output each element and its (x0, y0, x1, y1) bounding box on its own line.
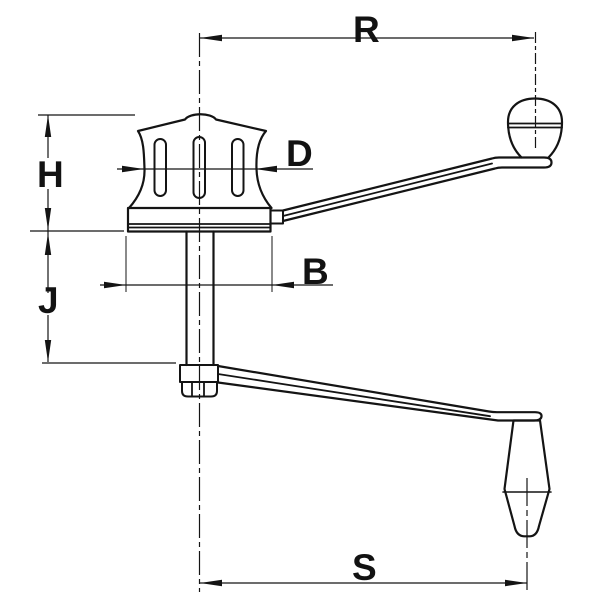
arrow-D-left (122, 165, 144, 173)
dimension-lines (30, 37, 534, 584)
arrow-B-left (104, 281, 126, 289)
arrow-J-top (44, 233, 52, 255)
label-R: R (353, 9, 380, 50)
label-B: B (302, 251, 329, 292)
dimension-labels: R D H B J S (37, 9, 380, 588)
label-H: H (37, 154, 64, 195)
arrow-H-top (44, 115, 52, 137)
drum-slot-left (153, 138, 167, 197)
upper-crank-socket (269, 209, 284, 225)
arrow-R-right (512, 34, 534, 42)
label-J: J (38, 280, 59, 321)
upper-crank-arm (281, 156, 553, 223)
arrow-R-left (200, 34, 222, 42)
drum-slot-center (192, 136, 206, 199)
crank-ball-knob (506, 97, 564, 159)
arrow-H-bottom (44, 208, 52, 230)
dimension-arrowheads (44, 34, 534, 587)
centerlines (198, 32, 537, 592)
arrow-S-right (505, 579, 527, 587)
arrow-S-left (200, 579, 222, 587)
winch-body (126, 97, 564, 538)
hex-nut (181, 381, 218, 398)
arrow-J-bottom (44, 340, 52, 362)
arrow-B-right (272, 281, 294, 289)
label-S: S (352, 547, 377, 588)
drum-outline (127, 113, 273, 210)
arrow-D-right (255, 165, 277, 173)
crank-barrel-grip (503, 419, 551, 538)
label-D: D (286, 133, 313, 174)
drum-slot-right (231, 138, 245, 197)
upper-crank-arm-midline (282, 162, 493, 217)
lower-crank-arm (216, 364, 543, 422)
lower-crank-arm-midline (217, 373, 491, 418)
